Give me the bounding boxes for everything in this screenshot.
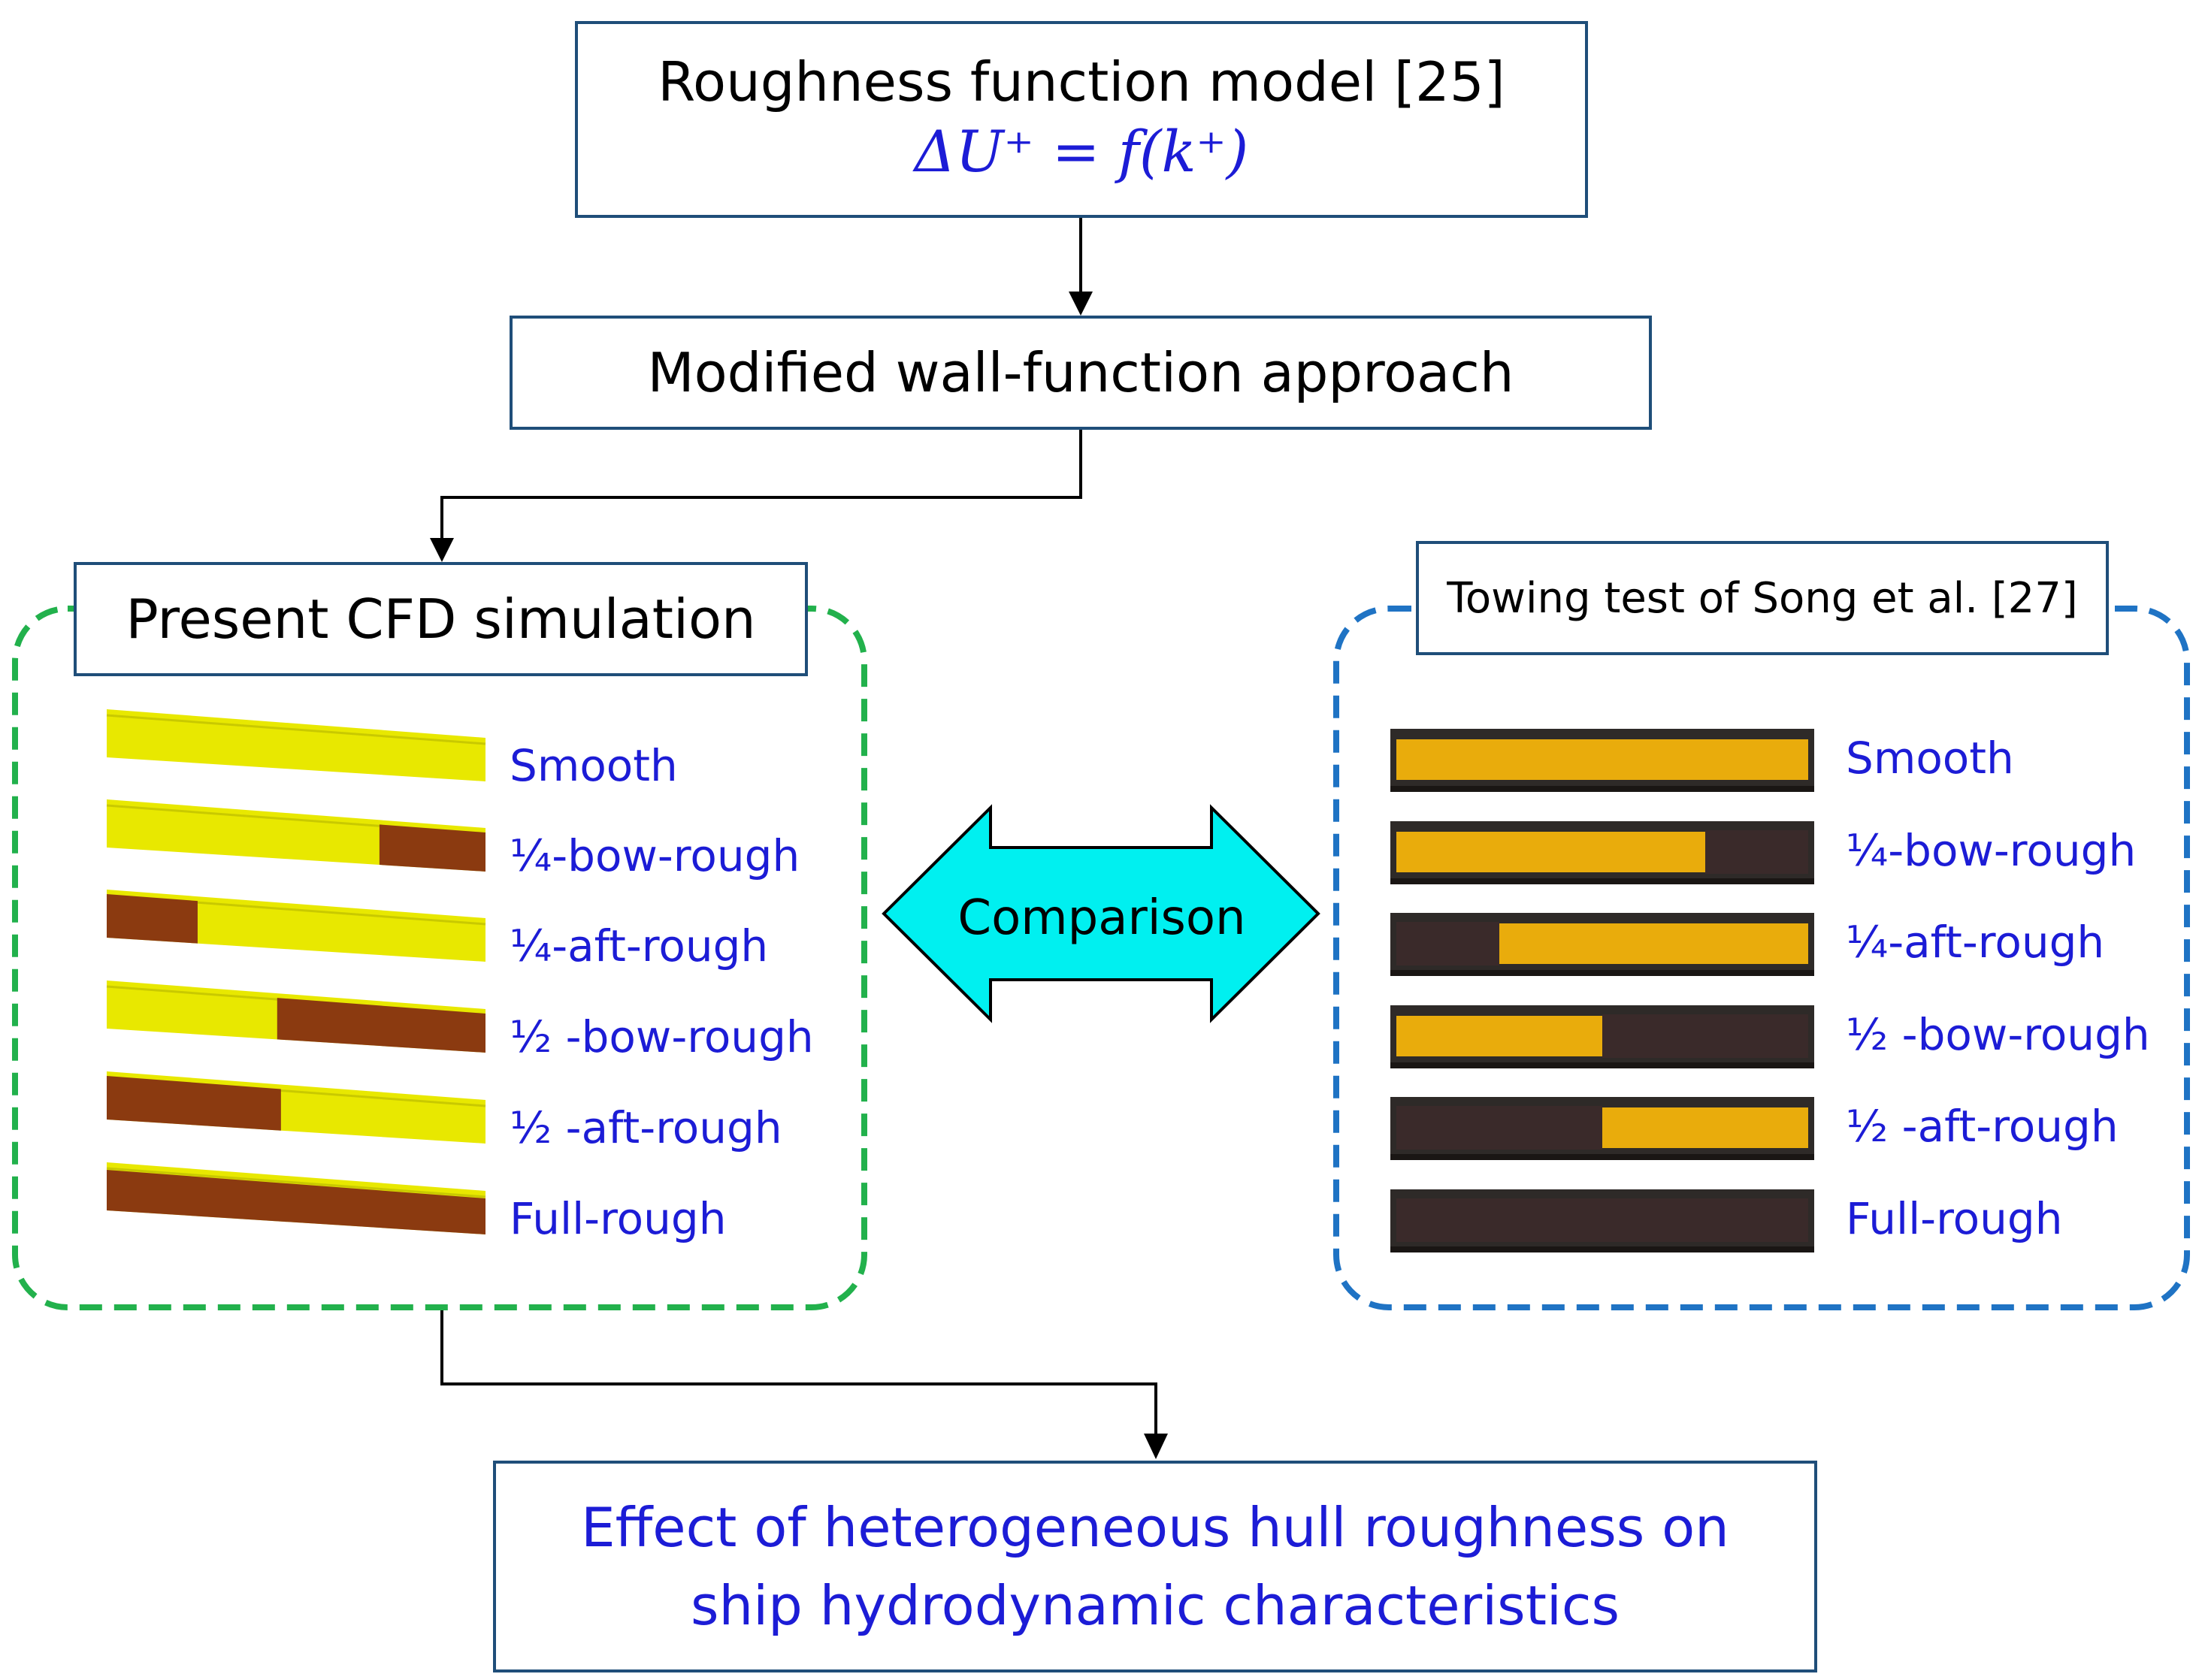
towing-case-label: ¼-bow-rough [1846,825,2137,876]
cfd-hull [107,890,485,962]
roughness-formula: ΔU⁺ = f(k⁺) [914,117,1249,185]
connector-cfd-to-bottom [440,1307,1157,1435]
towing-photo-floor [1390,1246,1814,1252]
effect-line-1: Effect of heterogeneous hull roughness o… [581,1495,1729,1559]
towing-case-label: Smooth [1846,733,2014,784]
cfd-panel-frame [12,606,867,1310]
cfd-case-label: ½ -bow-rough [510,1011,814,1062]
cfd-hull-rough-region [277,998,485,1053]
towing-hull-rough-region [1396,922,1499,965]
towing-photo-floor [1390,878,1814,884]
cfd-case-label: Smooth [510,740,678,791]
towing-case-label: ¼-aft-rough [1846,917,2105,968]
towing-title-box: Towing test of Song et al. [27] [1416,541,2109,655]
towing-hull-rough-region [1705,830,1808,874]
arrowhead-cfd [430,538,454,562]
towing-panel-frame [1333,606,2190,1310]
cfd-hull-models [106,709,486,1234]
effect-line-2: ship hydrodynamic characteristics [690,1574,1620,1637]
effect-box: Effect of heterogeneous hull roughness o… [493,1461,1817,1672]
towing-case-label: ½ -aft-rough [1846,1101,2119,1152]
comparison-double-arrow [882,804,1320,1023]
towing-hull-rough-region [1602,1014,1808,1058]
cfd-hull [107,709,485,781]
cfd-hull-edge [106,1167,486,1198]
towing-photo-floor [1390,786,1814,792]
comparison-label: Comparison [957,890,1246,946]
wall-function-title: Modified wall-function approach [647,341,1514,404]
roughness-model-title: Roughness function model [25] [658,50,1505,114]
cfd-hull-rough-region [379,824,485,872]
roughness-model-box: Roughness function model [25] ΔU⁺ = f(k⁺… [575,21,1588,218]
towing-photo-floor [1390,970,1814,976]
towing-photo-floor [1390,1154,1814,1160]
towing-photo-floor [1390,1062,1814,1068]
cfd-case-label: ½ -aft-rough [510,1102,782,1153]
cfd-case-label: Full-rough [510,1193,727,1244]
cfd-title-box: Present CFD simulation [74,562,808,676]
arrowhead-middle [1069,292,1093,316]
towing-hull-rough-region [1396,1198,1808,1242]
towing-hull-rough-region [1396,1106,1602,1150]
towing-case-label: ½ -bow-rough [1846,1009,2150,1060]
cfd-hull-rough-region [107,1170,485,1234]
towing-hull [1396,739,1808,780]
wall-function-box: Modified wall-function approach [510,316,1652,430]
cfd-case-label: ¼-aft-rough [510,920,769,971]
cfd-hull-rough-region [107,894,198,944]
towing-title: Towing test of Song et al. [27] [1447,573,2078,623]
towing-case-label: Full-rough [1846,1193,2063,1244]
connector-middle-to-cfd [440,430,1082,539]
cfd-hull-rough-region [107,1076,281,1131]
cfd-case-label: ¼-bow-rough [510,830,800,881]
cfd-title: Present CFD simulation [126,588,756,651]
cfd-hull-edge [106,714,486,745]
towing-photos [1390,729,1814,1252]
arrowhead-bottom [1144,1434,1168,1459]
